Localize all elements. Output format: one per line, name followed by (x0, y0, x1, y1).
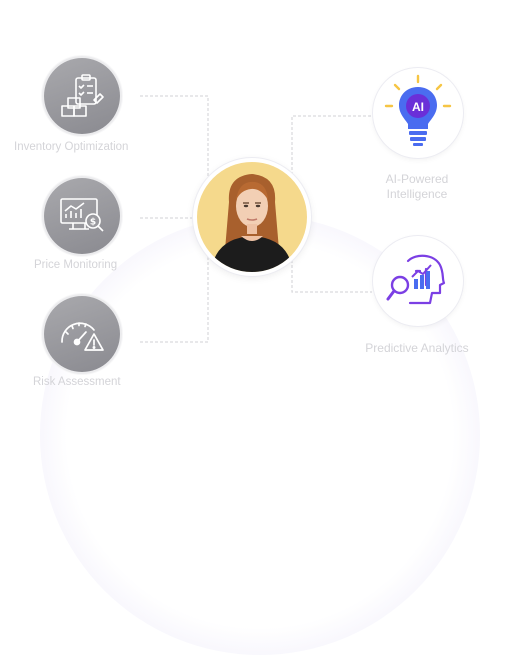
risk-gauge-icon (61, 322, 104, 351)
ai-powered-intelligence-label: AI-Powered Intelligence (385, 172, 449, 201)
svg-text:$: $ (90, 218, 96, 228)
ai-badge-text: AI (412, 100, 424, 114)
avatar-portrait (197, 162, 307, 272)
inventory-optimization-label: Inventory Optimization (14, 141, 129, 153)
risk-assessment-label: Risk Assessment (33, 376, 121, 388)
predictive-analytics-label: Predictive Analytics (365, 341, 469, 355)
ai-powered-intelligence-node[interactable]: AI (373, 68, 463, 158)
price-monitor-icon: $ (60, 198, 104, 232)
predictive-analytics-node[interactable] (373, 236, 463, 326)
risk-assessment-node[interactable] (44, 296, 120, 372)
price-monitoring-label: Price Monitoring (34, 259, 118, 271)
predictive-head-icon (386, 254, 446, 305)
ai-lightbulb-icon: AI (384, 74, 452, 146)
connector-ai (291, 115, 372, 185)
inventory-optimization-node[interactable] (44, 58, 120, 134)
connector-lines (140, 95, 372, 343)
connector-risk (140, 250, 209, 343)
inventory-checklist-icon (61, 74, 104, 117)
center-avatar-node[interactable] (193, 158, 311, 276)
price-monitoring-node[interactable]: $ (44, 178, 120, 254)
connector-analytics (291, 250, 372, 293)
connector-inventory (140, 95, 209, 185)
